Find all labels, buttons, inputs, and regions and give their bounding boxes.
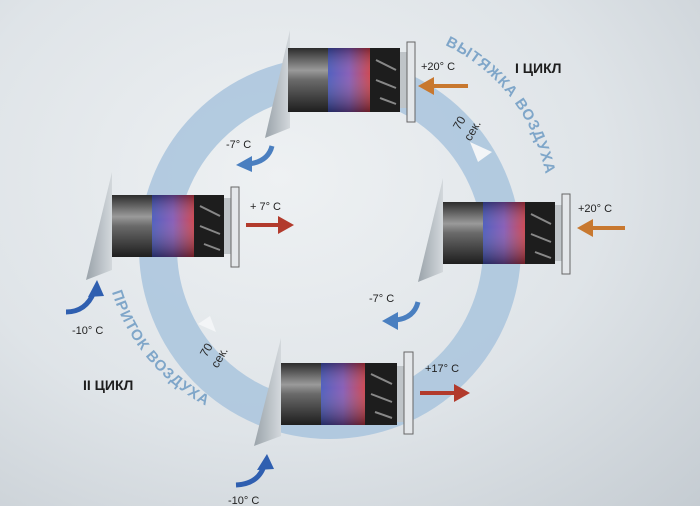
temp-left-in: -10° C <box>72 325 103 337</box>
svg-text:70: 70 <box>197 340 216 359</box>
outer-plate <box>418 178 443 282</box>
temp-left-out: + 7° C <box>250 201 281 213</box>
fan-icon <box>375 59 397 105</box>
grille <box>230 186 240 268</box>
hot-arrow-icon <box>246 216 294 234</box>
cold-arrow-icon <box>382 301 421 330</box>
ring-arrowhead-left <box>198 316 216 332</box>
cycle-one-label: I ЦИКЛ <box>515 60 561 76</box>
cold-arrow-icon <box>65 280 104 315</box>
temp-bottom-in: -10° C <box>228 495 259 506</box>
cold-arrow-icon <box>236 145 275 172</box>
temp-top-in: +20° C <box>421 61 455 73</box>
fan-icon <box>370 373 393 419</box>
outer-plate <box>86 172 112 280</box>
hot-arrow-icon <box>420 384 470 402</box>
cold-arrow-icon <box>235 454 274 488</box>
grille <box>406 41 416 123</box>
fan-icon <box>199 205 221 251</box>
outer-plate <box>254 338 281 446</box>
warm-arrow-icon <box>418 77 468 95</box>
temp-top-out: -7° C <box>226 139 251 151</box>
outer-plate <box>265 30 290 138</box>
cycle-two-label: II ЦИКЛ <box>83 377 133 393</box>
temp-right-in: +20° C <box>578 203 612 215</box>
fan-icon <box>530 213 552 259</box>
ring-arrowhead-right <box>470 142 492 162</box>
ventilator-unit-bottom <box>254 338 414 446</box>
grille <box>403 351 414 435</box>
warm-arrow-icon <box>577 219 625 237</box>
svg-text:70: 70 <box>450 113 469 132</box>
grille <box>561 193 571 275</box>
ventilator-unit-top <box>265 30 416 138</box>
ventilator-unit-left <box>86 172 240 280</box>
temp-bottom-out: +17° C <box>425 363 459 375</box>
ventilator-unit-right <box>418 178 571 282</box>
temp-right-out: -7° C <box>369 293 394 305</box>
